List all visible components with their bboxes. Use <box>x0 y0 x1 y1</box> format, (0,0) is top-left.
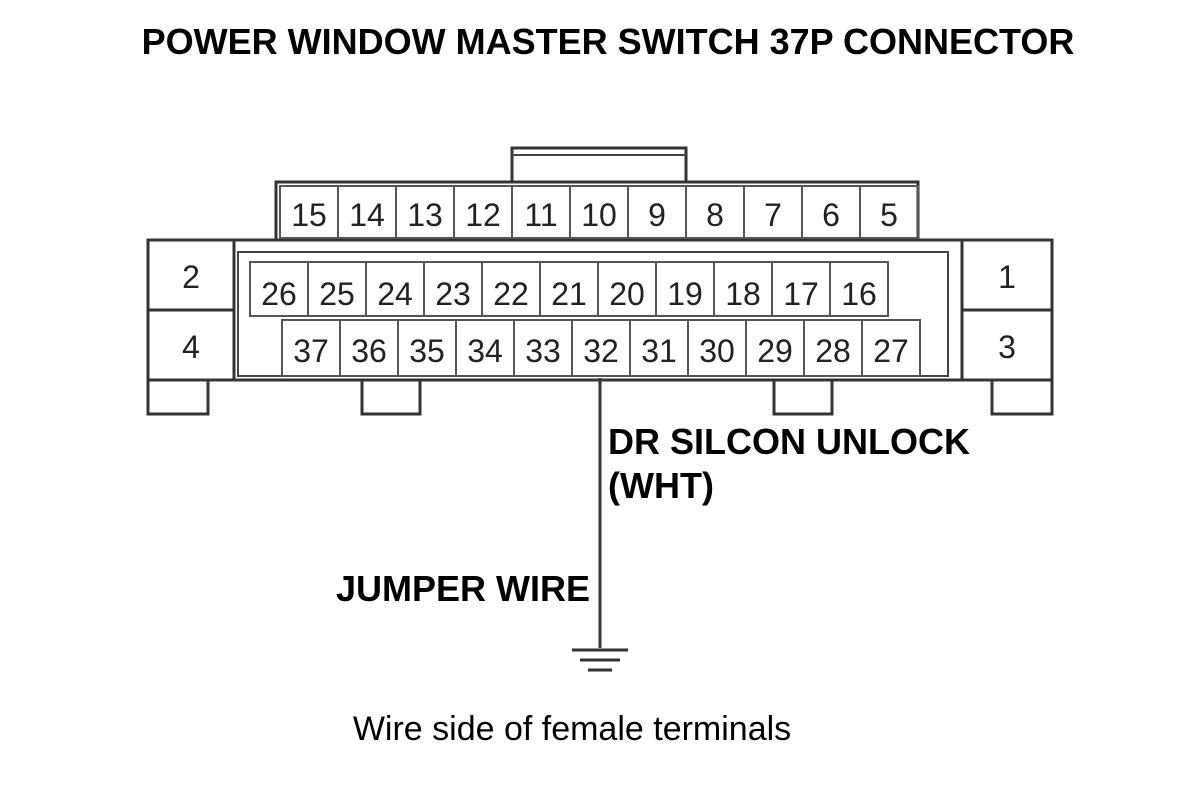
jumper-wire-label: JUMPER WIRE <box>336 568 590 609</box>
pin-34: 34 <box>467 333 503 369</box>
pin-16: 16 <box>841 276 877 312</box>
pin-33: 33 <box>525 333 561 369</box>
pin-29: 29 <box>757 333 793 369</box>
pin-22: 22 <box>493 276 529 312</box>
pin-12: 12 <box>465 197 501 233</box>
pin-9: 9 <box>648 197 666 233</box>
pin-28: 28 <box>815 333 851 369</box>
pin-30: 30 <box>699 333 735 369</box>
wire-label-name: DR SILCON UNLOCK <box>608 421 970 462</box>
pin-5: 5 <box>880 197 898 233</box>
pin-26: 26 <box>261 276 297 312</box>
pin-20: 20 <box>609 276 645 312</box>
pin-row-bottom: 37 36 35 34 33 32 31 30 29 28 27 <box>281 319 921 377</box>
connector-foot <box>146 380 210 416</box>
pin-37: 37 <box>293 333 329 369</box>
pin-36: 36 <box>351 333 387 369</box>
pin-cell <box>861 319 921 377</box>
pin-11: 11 <box>524 197 557 233</box>
pin-cell <box>829 261 889 317</box>
pin-3: 3 <box>998 329 1016 365</box>
pin-4: 4 <box>182 329 200 365</box>
pin-17: 17 <box>783 276 819 312</box>
pin-cell <box>859 185 919 239</box>
pin-6: 6 <box>822 197 840 233</box>
wire-label-color: (WHT) <box>608 465 714 506</box>
pin-35: 35 <box>409 333 445 369</box>
pin-row-top: 15 14 13 12 11 10 9 8 7 6 5 <box>279 185 919 239</box>
pin-7: 7 <box>764 197 782 233</box>
pin-31: 31 <box>641 333 677 369</box>
pin-14: 14 <box>349 197 385 233</box>
pin-1: 1 <box>998 259 1016 295</box>
pin-18: 18 <box>725 276 761 312</box>
pin-19: 19 <box>667 276 703 312</box>
ground-icon <box>572 648 628 672</box>
connector-foot <box>360 380 422 416</box>
connector-latch <box>510 146 688 182</box>
diagram-title: POWER WINDOW MASTER SWITCH 37P CONNECTOR <box>142 21 1075 62</box>
pin-23: 23 <box>435 276 471 312</box>
pin-25: 25 <box>319 276 355 312</box>
pin-24: 24 <box>377 276 413 312</box>
pin-10: 10 <box>581 197 617 233</box>
pin-8: 8 <box>706 197 724 233</box>
diagram-caption: Wire side of female terminals <box>353 710 791 748</box>
connector-foot <box>990 380 1054 416</box>
pin-row-middle: 26 25 24 23 22 21 20 19 18 17 16 <box>249 261 889 317</box>
pin-2: 2 <box>182 259 200 295</box>
pin-27: 27 <box>873 333 909 369</box>
pin-13: 13 <box>407 197 443 233</box>
pin-21: 21 <box>551 276 587 312</box>
pin-32: 32 <box>583 333 619 369</box>
connector-foot <box>772 380 834 416</box>
pin-15: 15 <box>291 197 327 233</box>
